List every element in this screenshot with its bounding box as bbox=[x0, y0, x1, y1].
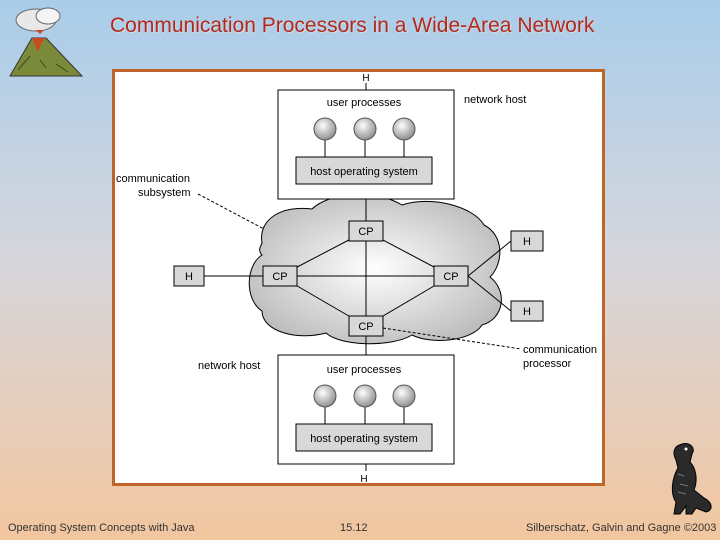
cp-top-label: CP bbox=[358, 226, 373, 238]
process-circle bbox=[313, 384, 337, 408]
process-circle bbox=[313, 117, 337, 141]
volcano-logo bbox=[9, 7, 84, 77]
h-right-bottom-box bbox=[510, 300, 544, 322]
h-right-top-label: H bbox=[523, 236, 531, 248]
comm-subsystem-pointer bbox=[197, 193, 265, 230]
footer-page-number: 15.12 bbox=[340, 522, 368, 534]
comm-subsystem-label-1: communication bbox=[116, 173, 190, 185]
host-os-bottom-box bbox=[295, 423, 433, 452]
comm-subsystem-label-2: subsystem bbox=[138, 187, 191, 199]
cp-top-box bbox=[348, 220, 384, 242]
process-circle bbox=[353, 384, 377, 408]
comm-processor-label-1: communication bbox=[523, 344, 597, 356]
comm-processor-label-2: processor bbox=[523, 358, 572, 370]
host-os-top-label: host operating system bbox=[310, 166, 418, 178]
comm-processor-pointer bbox=[382, 327, 522, 350]
dinosaur-logo bbox=[671, 443, 712, 515]
h-right-top-box bbox=[510, 230, 544, 252]
user-processes-top-label: user processes bbox=[327, 97, 402, 109]
h-left-box bbox=[173, 265, 205, 287]
h-top-label: H bbox=[362, 73, 369, 84]
process-circle bbox=[392, 384, 416, 408]
network-host-top-label: network host bbox=[464, 94, 526, 106]
h-bottom-label: H bbox=[360, 474, 367, 485]
h-left-label: H bbox=[185, 271, 193, 283]
network-host-bottom-label: network host bbox=[198, 360, 260, 372]
process-circle bbox=[353, 117, 377, 141]
process-circle bbox=[392, 117, 416, 141]
slide-title: Communication Processors in a Wide-Area … bbox=[110, 14, 595, 37]
user-processes-bottom-label: user processes bbox=[327, 364, 402, 376]
cp-right-label: CP bbox=[443, 271, 458, 283]
wan-diagram: H user processes host operating system n… bbox=[116, 73, 597, 485]
host-os-top-box bbox=[295, 156, 433, 185]
host-os-bottom-label: host operating system bbox=[310, 433, 418, 445]
footer-course: Operating System Concepts with Java bbox=[8, 522, 195, 534]
footer-authors: Silberschatz, Galvin and Gagne ©2003 bbox=[526, 522, 717, 534]
h-right-bottom-label: H bbox=[523, 306, 531, 318]
cp-bottom-label: CP bbox=[358, 321, 373, 333]
cp-left-label: CP bbox=[272, 271, 287, 283]
